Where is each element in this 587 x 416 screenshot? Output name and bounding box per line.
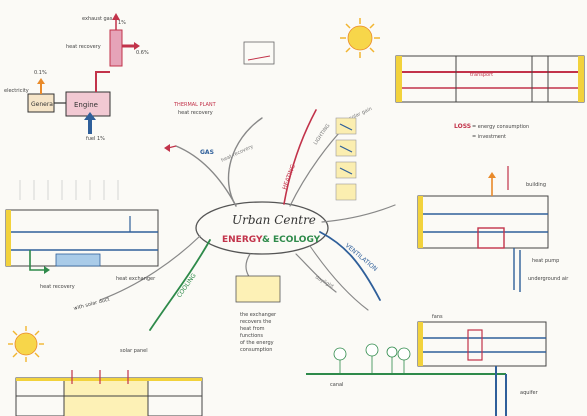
right-building-label: building: [526, 182, 546, 188]
right-bottom-building: [306, 322, 546, 416]
generator-label: Genera: [31, 101, 53, 108]
label-heat-recovery-branch: heat recovery: [220, 144, 254, 164]
cogen-pct-out: 0.6%: [136, 50, 149, 56]
bottom-left-building: [16, 370, 202, 416]
center-subtitle-energy: ENERGY: [222, 235, 263, 245]
canal-label: canal: [330, 382, 343, 388]
note-line-5: of the energy: [240, 340, 274, 346]
center-title: Urban Centre: [232, 213, 316, 227]
branch-heat-recovery: [228, 118, 262, 206]
engine-label: Engine: [74, 101, 98, 109]
solar-panel-label: solar panel: [120, 348, 148, 354]
electricity-arrowhead: [37, 78, 45, 84]
branch-heating: [284, 110, 316, 204]
sun-icon-bottom: [8, 326, 44, 362]
note-line-6: consumption: [240, 347, 272, 353]
top-center-line: [248, 56, 270, 60]
note-line-2: recovers the: [240, 319, 271, 325]
aquifer-label: aquifer: [520, 390, 539, 396]
exhaust-arrowhead: [112, 13, 120, 20]
note-block: the exchanger recovers the heat from fun…: [236, 276, 280, 353]
left-heat-exchanger-label: heat exchanger: [116, 276, 156, 282]
label-heating: HEATING: [281, 163, 297, 191]
right-heat-pump-label: heat pump: [532, 258, 559, 264]
trees: [334, 344, 410, 374]
left-under-note: with solar duct: [73, 297, 110, 312]
note-line-1: the exchanger: [240, 312, 277, 318]
top-right-building: transport: [396, 56, 584, 102]
top-center-sketch: [244, 42, 274, 64]
cogen-heat-recovery-label: heat recovery: [66, 44, 101, 50]
gas-arrowhead: [164, 144, 170, 152]
center-node: Urban Centre ENERGY & ECOLOGY: [196, 202, 328, 254]
top-right-transport-label: transport: [470, 72, 493, 78]
gas-label: GAS: [200, 149, 214, 156]
cogen-fuel-label: fuel 1%: [86, 136, 105, 142]
branch-winter: [322, 205, 395, 222]
note-line-3: heat from: [240, 326, 265, 332]
sun-icon-top: [340, 18, 380, 58]
cogen-electricity-label: electricity: [4, 88, 29, 94]
right-heat-pump: [478, 228, 504, 248]
cogen-pct-top: 1%: [118, 20, 126, 26]
right-underground-label: underground air: [528, 276, 569, 282]
thermal-plant-label: THERMAL PLANT: [173, 102, 217, 108]
fans-label: fans: [432, 314, 443, 320]
label-lighting: LIGHTING: [313, 123, 332, 146]
left-heat-recovery-label: heat recovery: [40, 284, 75, 290]
exhaust-duct: [96, 72, 110, 92]
loss-heading: LOSS: [454, 123, 471, 130]
label-daylight: daylight: [314, 275, 335, 290]
solar-panels-stack: [336, 118, 356, 200]
loss-note: LOSS = energy consumption = investment: [454, 123, 529, 140]
loss-line-2: = investment: [472, 134, 506, 140]
loss-line-1: = energy consumption: [472, 124, 529, 130]
cogen-pct-elec: 0.1%: [34, 70, 47, 76]
cogeneration-schematic: exhaust gas 1% heat recovery 0.6% electr…: [4, 13, 149, 142]
note-line-4: functions: [240, 333, 263, 339]
exhaust-stack: [110, 30, 122, 66]
heat-out-arrowhead: [134, 42, 140, 50]
center-subtitle-ecology: & ECOLOGY: [262, 235, 321, 245]
thermal-plant-sub: heat recovery: [178, 110, 213, 116]
left-building: [6, 180, 158, 274]
water-tank: [56, 254, 100, 266]
cogen-exhaust-label: exhaust gas: [82, 16, 113, 22]
